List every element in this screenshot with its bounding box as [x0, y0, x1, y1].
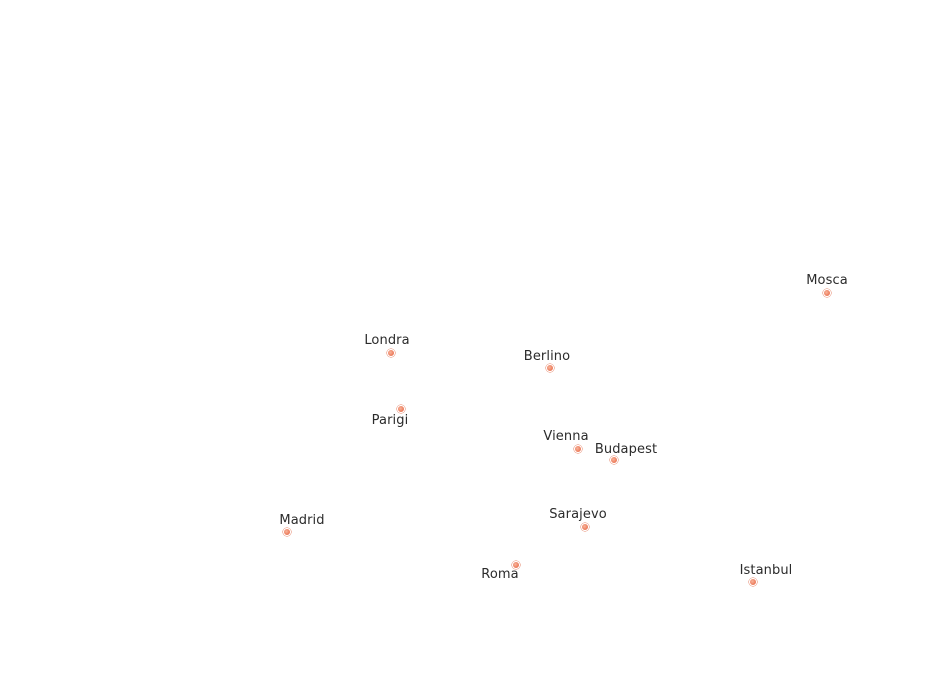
city-label: Londra: [364, 333, 410, 348]
city-marker-icon[interactable]: [397, 405, 405, 413]
city-marker-icon[interactable]: [610, 456, 618, 464]
city-label: Parigi: [371, 413, 409, 428]
city-label: Berlino: [523, 349, 571, 364]
city-marker-icon[interactable]: [749, 578, 757, 586]
city-marker-icon[interactable]: [574, 445, 582, 453]
city-label: Roma: [481, 567, 519, 582]
city-label: Istanbul: [739, 563, 793, 578]
city-label: Madrid: [279, 513, 325, 528]
city-label: Sarajevo: [549, 507, 607, 522]
city-marker-icon[interactable]: [823, 289, 831, 297]
city-marker-icon[interactable]: [546, 364, 554, 372]
city-marker-icon[interactable]: [283, 528, 291, 536]
city-label: Budapest: [594, 442, 658, 457]
city-marker-icon[interactable]: [387, 349, 395, 357]
city-marker-icon[interactable]: [512, 561, 520, 569]
city-label: Vienna: [543, 429, 589, 444]
city-label: Mosca: [806, 273, 848, 288]
city-marker-icon[interactable]: [581, 523, 589, 531]
